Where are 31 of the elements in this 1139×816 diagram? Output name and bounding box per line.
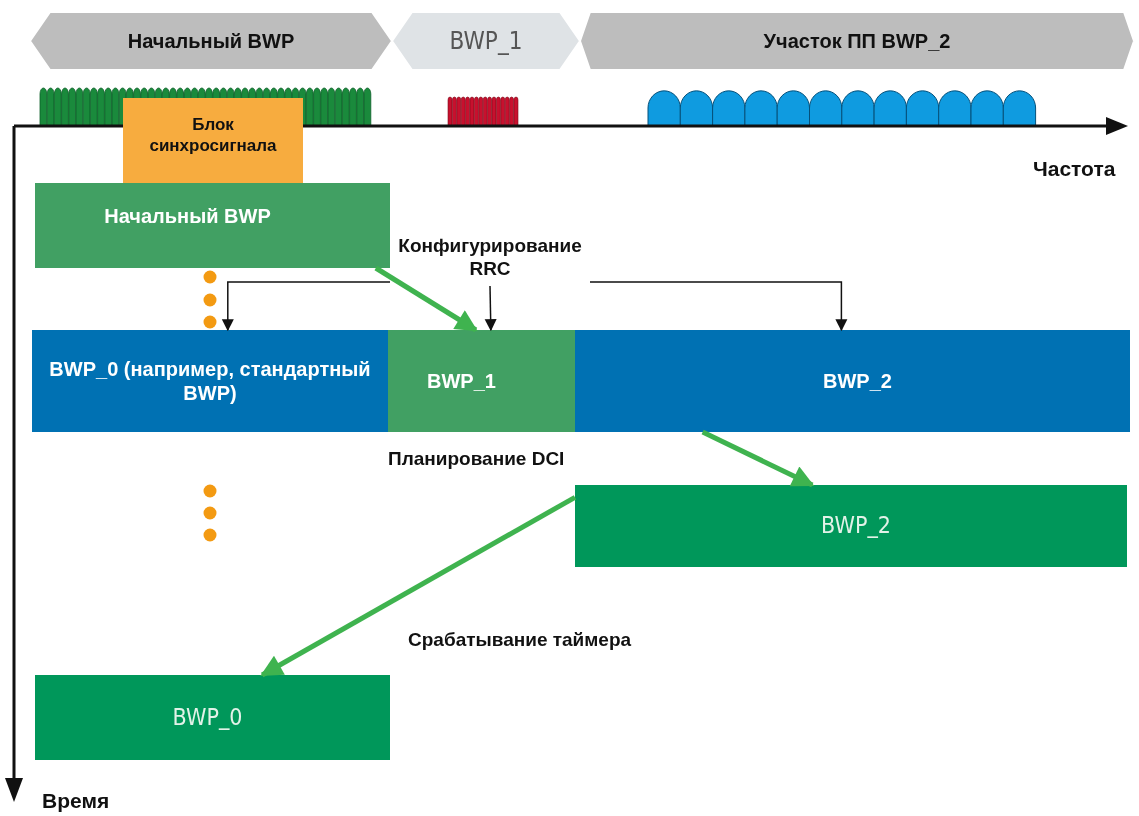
- band-banner: [580, 12, 1134, 70]
- annotation-text: Срабатывание таймера: [408, 629, 632, 651]
- node-label: BWP_0: [172, 703, 243, 732]
- node-label: Начальный BWP: [127, 29, 295, 53]
- node-label: Участок ПП BWP_2: [763, 29, 951, 53]
- process-box: [35, 183, 390, 268]
- axis-label: Время: [42, 789, 110, 813]
- axis-label: Частота: [1033, 157, 1116, 181]
- arrow: [484, 285, 497, 332]
- band-banner: [30, 12, 392, 70]
- node-label: BWP_1: [427, 369, 496, 393]
- annotation-text: Планирование DCI: [388, 448, 565, 470]
- node-label: Начальный BWP: [104, 203, 271, 228]
- arrow: [374, 265, 478, 333]
- process-box: [575, 485, 1127, 567]
- process-box: [388, 330, 575, 432]
- arrow: [260, 495, 577, 678]
- process-box: [32, 330, 388, 432]
- node-label: BWP_2: [823, 369, 892, 393]
- node-label: BWP_1: [449, 26, 523, 56]
- node-label: Блок синхросигнала: [148, 115, 278, 156]
- band-banner: [392, 12, 580, 70]
- arrow: [701, 429, 815, 488]
- arrow: [221, 281, 391, 332]
- arrow: [589, 281, 848, 332]
- annotation-text: Конфигурирование RRC: [397, 235, 583, 281]
- node-label: BWP_0 (например, стандартный BWP): [48, 357, 372, 405]
- process-box: [35, 675, 390, 760]
- process-box: [575, 330, 1130, 432]
- node-label: BWP_2: [821, 512, 891, 540]
- process-box: [123, 98, 303, 183]
